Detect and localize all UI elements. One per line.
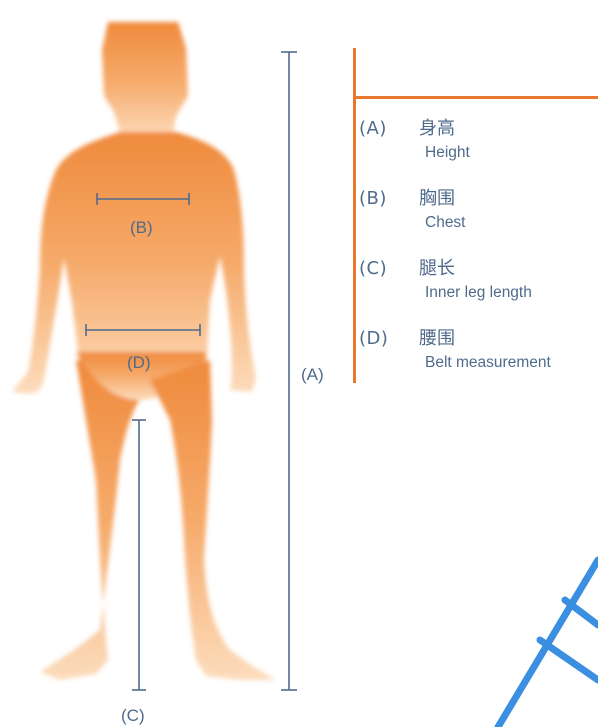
- legend-list: (A)身高 Height (B)胸围 Chest (C)腿长 Inner leg…: [359, 114, 598, 394]
- legend-horizontal-rule: [353, 96, 598, 99]
- height-measure-label: (A): [301, 365, 324, 384]
- legend-label-zh: 身高: [419, 118, 455, 139]
- legend-item-chest: (B)胸围 Chest: [359, 184, 598, 254]
- legend-label-zh: 胸围: [419, 188, 455, 209]
- legend-code: (B): [359, 188, 419, 209]
- legend-item-inner-leg: (C)腿长 Inner leg length: [359, 254, 598, 324]
- chest-measure-label: (B): [130, 218, 153, 237]
- measurement-legend: (A)身高 Height (B)胸围 Chest (C)腿长 Inner leg…: [353, 48, 598, 383]
- height-measure-line: [281, 52, 297, 690]
- legend-code: (A): [359, 118, 419, 139]
- legend-item-height: (A)身高 Height: [359, 114, 598, 184]
- human-silhouette-icon: [12, 22, 276, 680]
- legend-label-en: Chest: [359, 214, 598, 232]
- inner-leg-measure-label: (C): [121, 706, 145, 725]
- legend-code: (C): [359, 258, 419, 279]
- watermark-mark: [498, 560, 598, 727]
- inner-leg-measure-line: [132, 420, 146, 690]
- legend-label-en: Height: [359, 144, 598, 162]
- legend-item-belt: (D)腰围 Belt measurement: [359, 324, 598, 394]
- legend-label-zh: 腿长: [419, 258, 455, 279]
- legend-code: (D): [359, 328, 419, 349]
- belt-measure-label: (D): [127, 353, 151, 372]
- legend-label-en: Belt measurement: [359, 354, 598, 372]
- legend-label-zh: 腰围: [419, 328, 455, 349]
- legend-label-en: Inner leg length: [359, 284, 598, 302]
